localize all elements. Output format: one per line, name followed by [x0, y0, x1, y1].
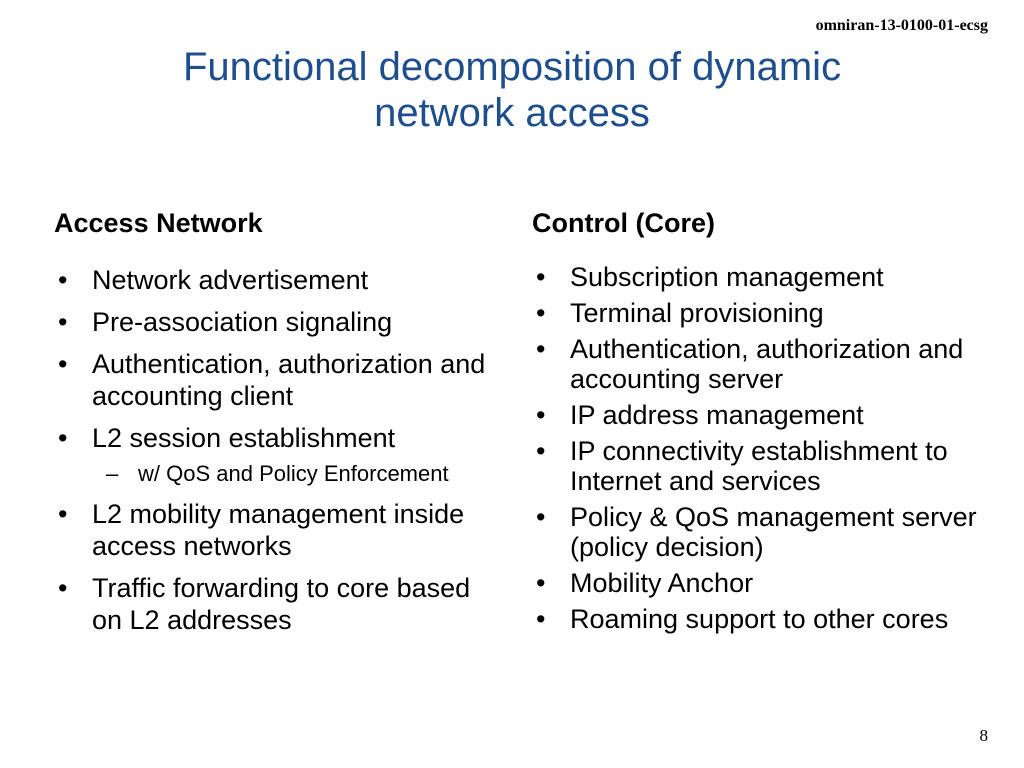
sub-list-item: – w/ QoS and Policy Enforcement [92, 460, 504, 488]
list-item: • L2 session establishment – w/ QoS and … [54, 422, 504, 488]
slide-title-line-2: network access [374, 91, 650, 135]
dash-icon: – [106, 461, 119, 486]
access-network-column: Access Network • Network advertisement •… [54, 206, 504, 646]
sub-list-item-text: w/ QoS and Policy Enforcement [138, 461, 449, 486]
list-item: • Terminal provisioning [532, 298, 992, 328]
list-item-text: Network advertisement [92, 265, 369, 295]
bullet-icon: • [536, 262, 546, 292]
bullet-icon: • [536, 400, 546, 430]
list-item: • IP connectivity establishment to Inter… [532, 436, 992, 496]
bullet-icon: • [58, 573, 68, 603]
list-item-text: Roaming support to other cores [570, 604, 949, 634]
access-network-list: • Network advertisement • Pre-associatio… [54, 264, 504, 636]
page-number: 8 [979, 726, 989, 745]
bullet-icon: • [536, 298, 546, 328]
list-item: • Roaming support to other cores [532, 604, 992, 634]
bullet-icon: • [536, 436, 546, 466]
list-item: • Subscription management [532, 262, 992, 292]
document-id: omniran-13-0100-01-ecsg [815, 17, 988, 34]
control-core-column: Control (Core) • Subscription management… [532, 206, 992, 640]
list-item-text: Policy & QoS management server (policy d… [570, 502, 977, 562]
list-item-text: Pre-association signaling [92, 307, 393, 337]
list-item-text: IP connectivity establishment to Interne… [570, 436, 948, 496]
control-core-heading: Control (Core) [532, 208, 715, 238]
list-item-text: Authentication, authorization and accoun… [570, 334, 964, 394]
list-item: • Authentication, authorization and acco… [54, 348, 504, 412]
list-item-text: IP address management [570, 400, 864, 430]
list-item-text: L2 session establishment [92, 423, 396, 453]
list-item: • Authentication, authorization and acco… [532, 334, 992, 394]
list-item-text: Traffic forwarding to core based on L2 a… [92, 573, 471, 635]
bullet-icon: • [536, 604, 546, 634]
slide-title: Functional decomposition of dynamic netw… [112, 44, 912, 136]
list-item-text: Terminal provisioning [570, 298, 824, 328]
list-item: • IP address management [532, 400, 992, 430]
bullet-icon: • [58, 307, 68, 337]
bullet-icon: • [536, 502, 546, 532]
access-network-heading: Access Network [54, 208, 263, 238]
list-item: • Traffic forwarding to core based on L2… [54, 572, 504, 636]
list-item-text: Authentication, authorization and accoun… [92, 349, 486, 411]
bullet-icon: • [58, 265, 68, 295]
list-item-text: L2 mobility management inside access net… [92, 499, 465, 561]
list-item-text: Subscription management [570, 262, 884, 292]
control-core-list: • Subscription management • Terminal pro… [532, 262, 992, 634]
list-item: • Pre-association signaling [54, 306, 504, 338]
list-item: • L2 mobility management inside access n… [54, 498, 504, 562]
slide-title-line-1: Functional decomposition of dynamic [182, 45, 842, 89]
sub-list: – w/ QoS and Policy Enforcement [92, 460, 504, 488]
bullet-icon: • [536, 568, 546, 598]
bullet-icon: • [58, 423, 68, 453]
list-item: • Policy & QoS management server (policy… [532, 502, 992, 562]
list-item: • Network advertisement [54, 264, 504, 296]
bullet-icon: • [58, 349, 68, 379]
bullet-icon: • [536, 334, 546, 364]
bullet-icon: • [58, 499, 68, 529]
list-item-text: Mobility Anchor [570, 568, 754, 598]
list-item: • Mobility Anchor [532, 568, 992, 598]
